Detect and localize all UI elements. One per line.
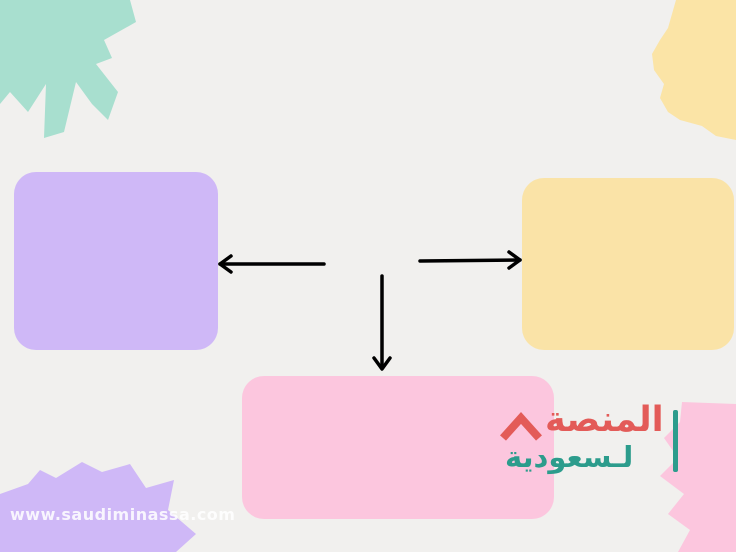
- arrow-left: [218, 254, 326, 274]
- yellow-blob-decoration: [652, 0, 736, 140]
- diagram-box-left: [14, 172, 218, 350]
- arrow-right: [418, 250, 522, 270]
- purple-splash-decoration: [0, 462, 196, 552]
- diagram-box-right: [522, 178, 734, 350]
- logo-text-line2: لـسعودية: [505, 440, 634, 474]
- logo-bar: [673, 410, 678, 472]
- diagram-box-bottom: [242, 376, 554, 519]
- arrow-down: [372, 274, 392, 371]
- house-icon: [500, 412, 542, 441]
- teal-burst-decoration: [0, 0, 136, 138]
- logo-text-line1: المنصة: [545, 400, 664, 440]
- pink-splash-decoration: [660, 402, 736, 552]
- site-logo: المنصة لـسعودية: [497, 400, 687, 478]
- watermark-url: www.saudiminassa.com: [10, 505, 236, 524]
